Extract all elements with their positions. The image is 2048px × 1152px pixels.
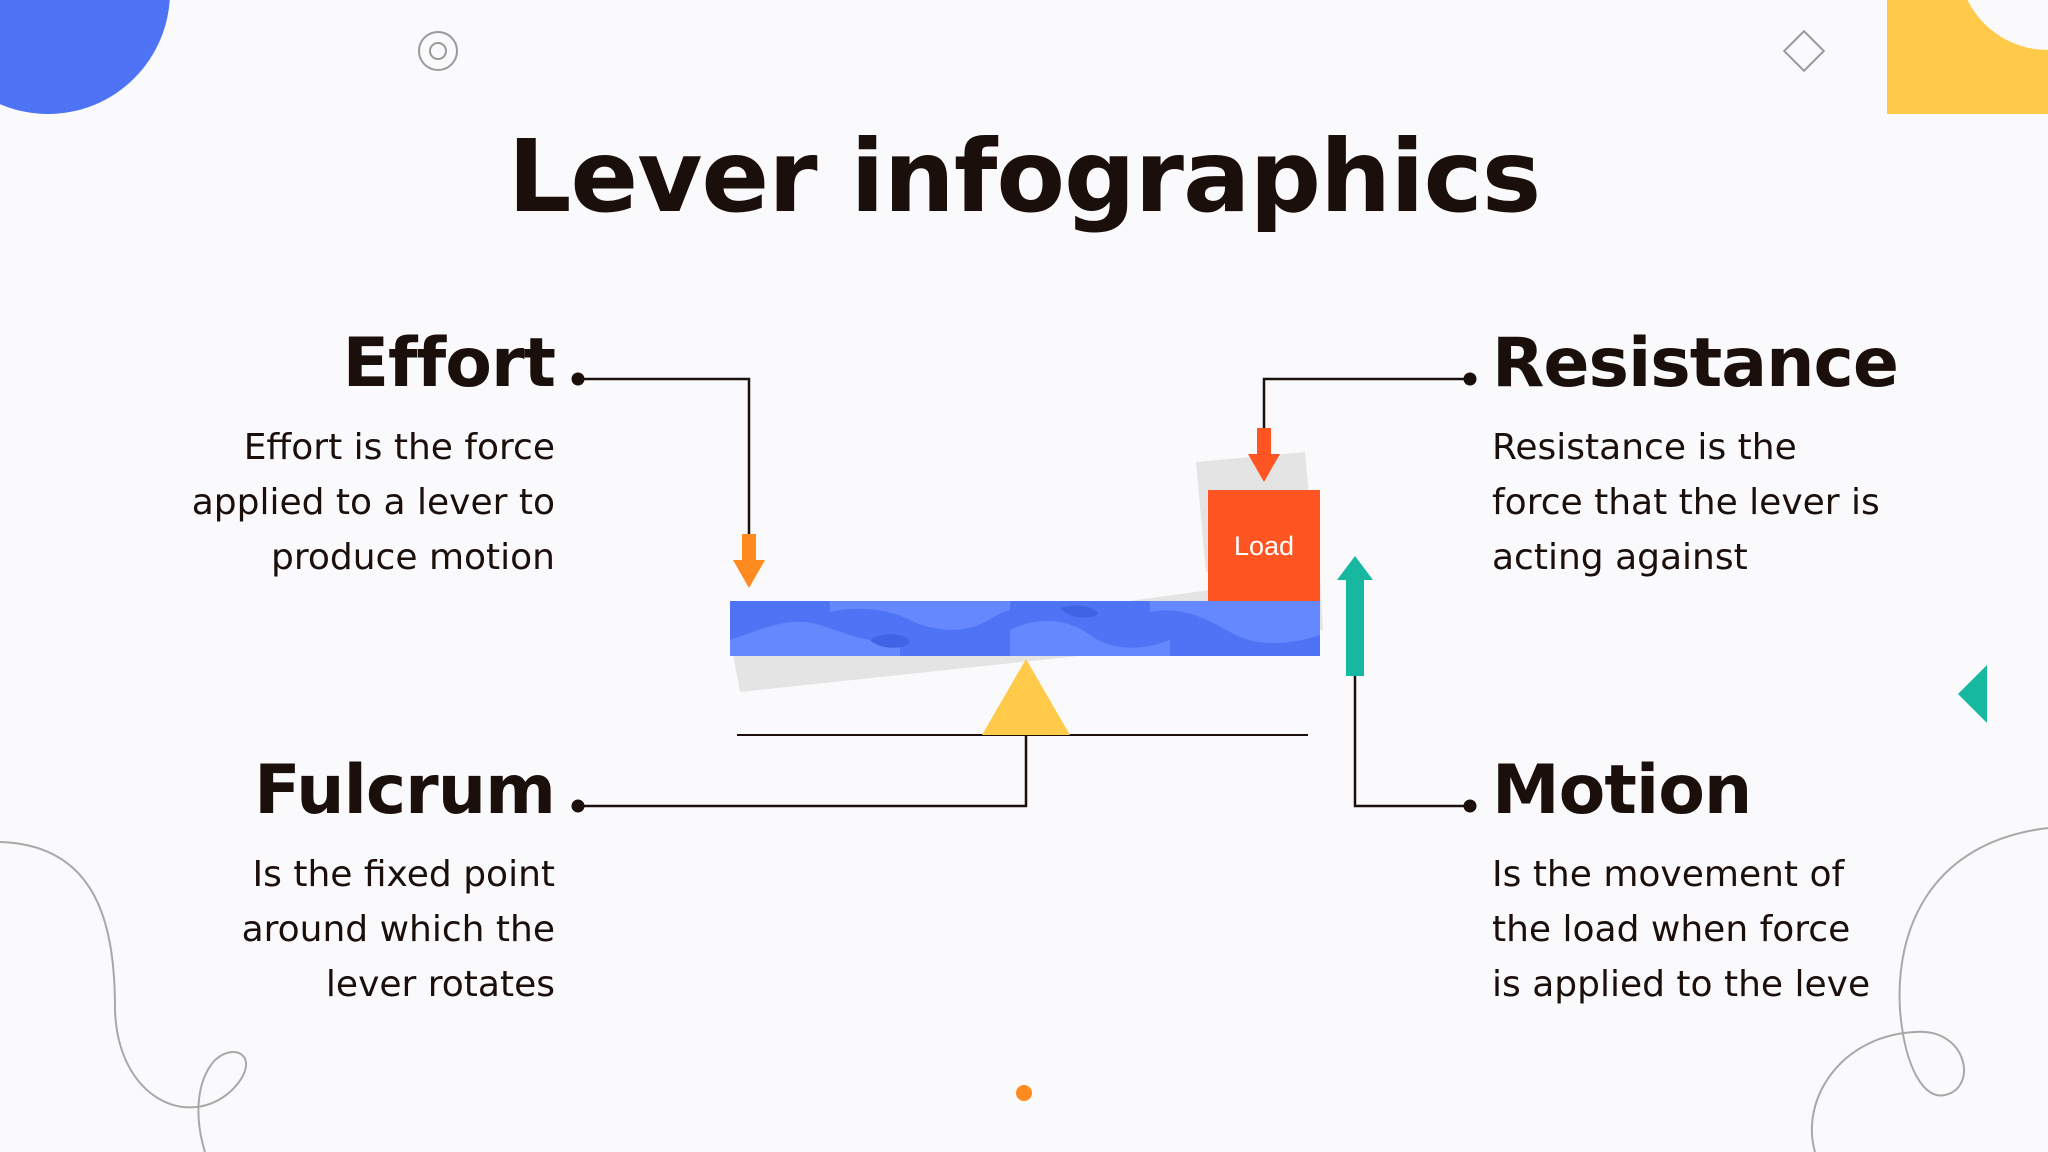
effort-description: Effort is the force applied to a lever t…	[191, 427, 555, 578]
motion-connector	[1353, 670, 1470, 808]
decor-teal-triangle	[1958, 665, 1987, 723]
effort-dot	[571, 372, 585, 386]
lever-beam	[730, 601, 1320, 656]
effort-connector	[578, 377, 751, 536]
page-title: Lever infographics	[507, 118, 1542, 235]
decor-curve-left	[0, 841, 247, 1152]
resistance-description: Resistance is the force that the lever i…	[1492, 427, 1880, 578]
resistance-dot	[1463, 372, 1477, 386]
resistance-arrow-icon	[1248, 428, 1280, 482]
motion-label: Motion	[1492, 751, 1752, 830]
motion-dot	[1463, 799, 1477, 813]
decor-orange-dot	[1016, 1085, 1032, 1101]
decor-diamond-icon	[1782, 29, 1826, 73]
effort-arrow-icon	[733, 534, 765, 588]
decor-target-icon	[418, 31, 458, 71]
decor-curve-right	[1810, 827, 2048, 1152]
fulcrum-dot	[571, 799, 585, 813]
fulcrum-description: Is the fixed point around which the leve…	[241, 854, 555, 1005]
fulcrum-triangle	[982, 659, 1070, 735]
resistance-label: Resistance	[1492, 324, 1899, 403]
fulcrum-connector	[578, 735, 1028, 808]
effort-label: Effort	[342, 324, 556, 403]
motion-description: Is the movement of the load when force i…	[1492, 854, 1871, 1005]
decor-yellow-corner	[1887, 0, 2048, 114]
fulcrum-label: Fulcrum	[254, 751, 556, 830]
decor-blue-blob	[0, 0, 170, 114]
resistance-connector	[1262, 377, 1470, 430]
load-box	[1208, 490, 1320, 601]
motion-arrow-icon	[1337, 556, 1373, 676]
load-label: Load	[1234, 531, 1294, 561]
